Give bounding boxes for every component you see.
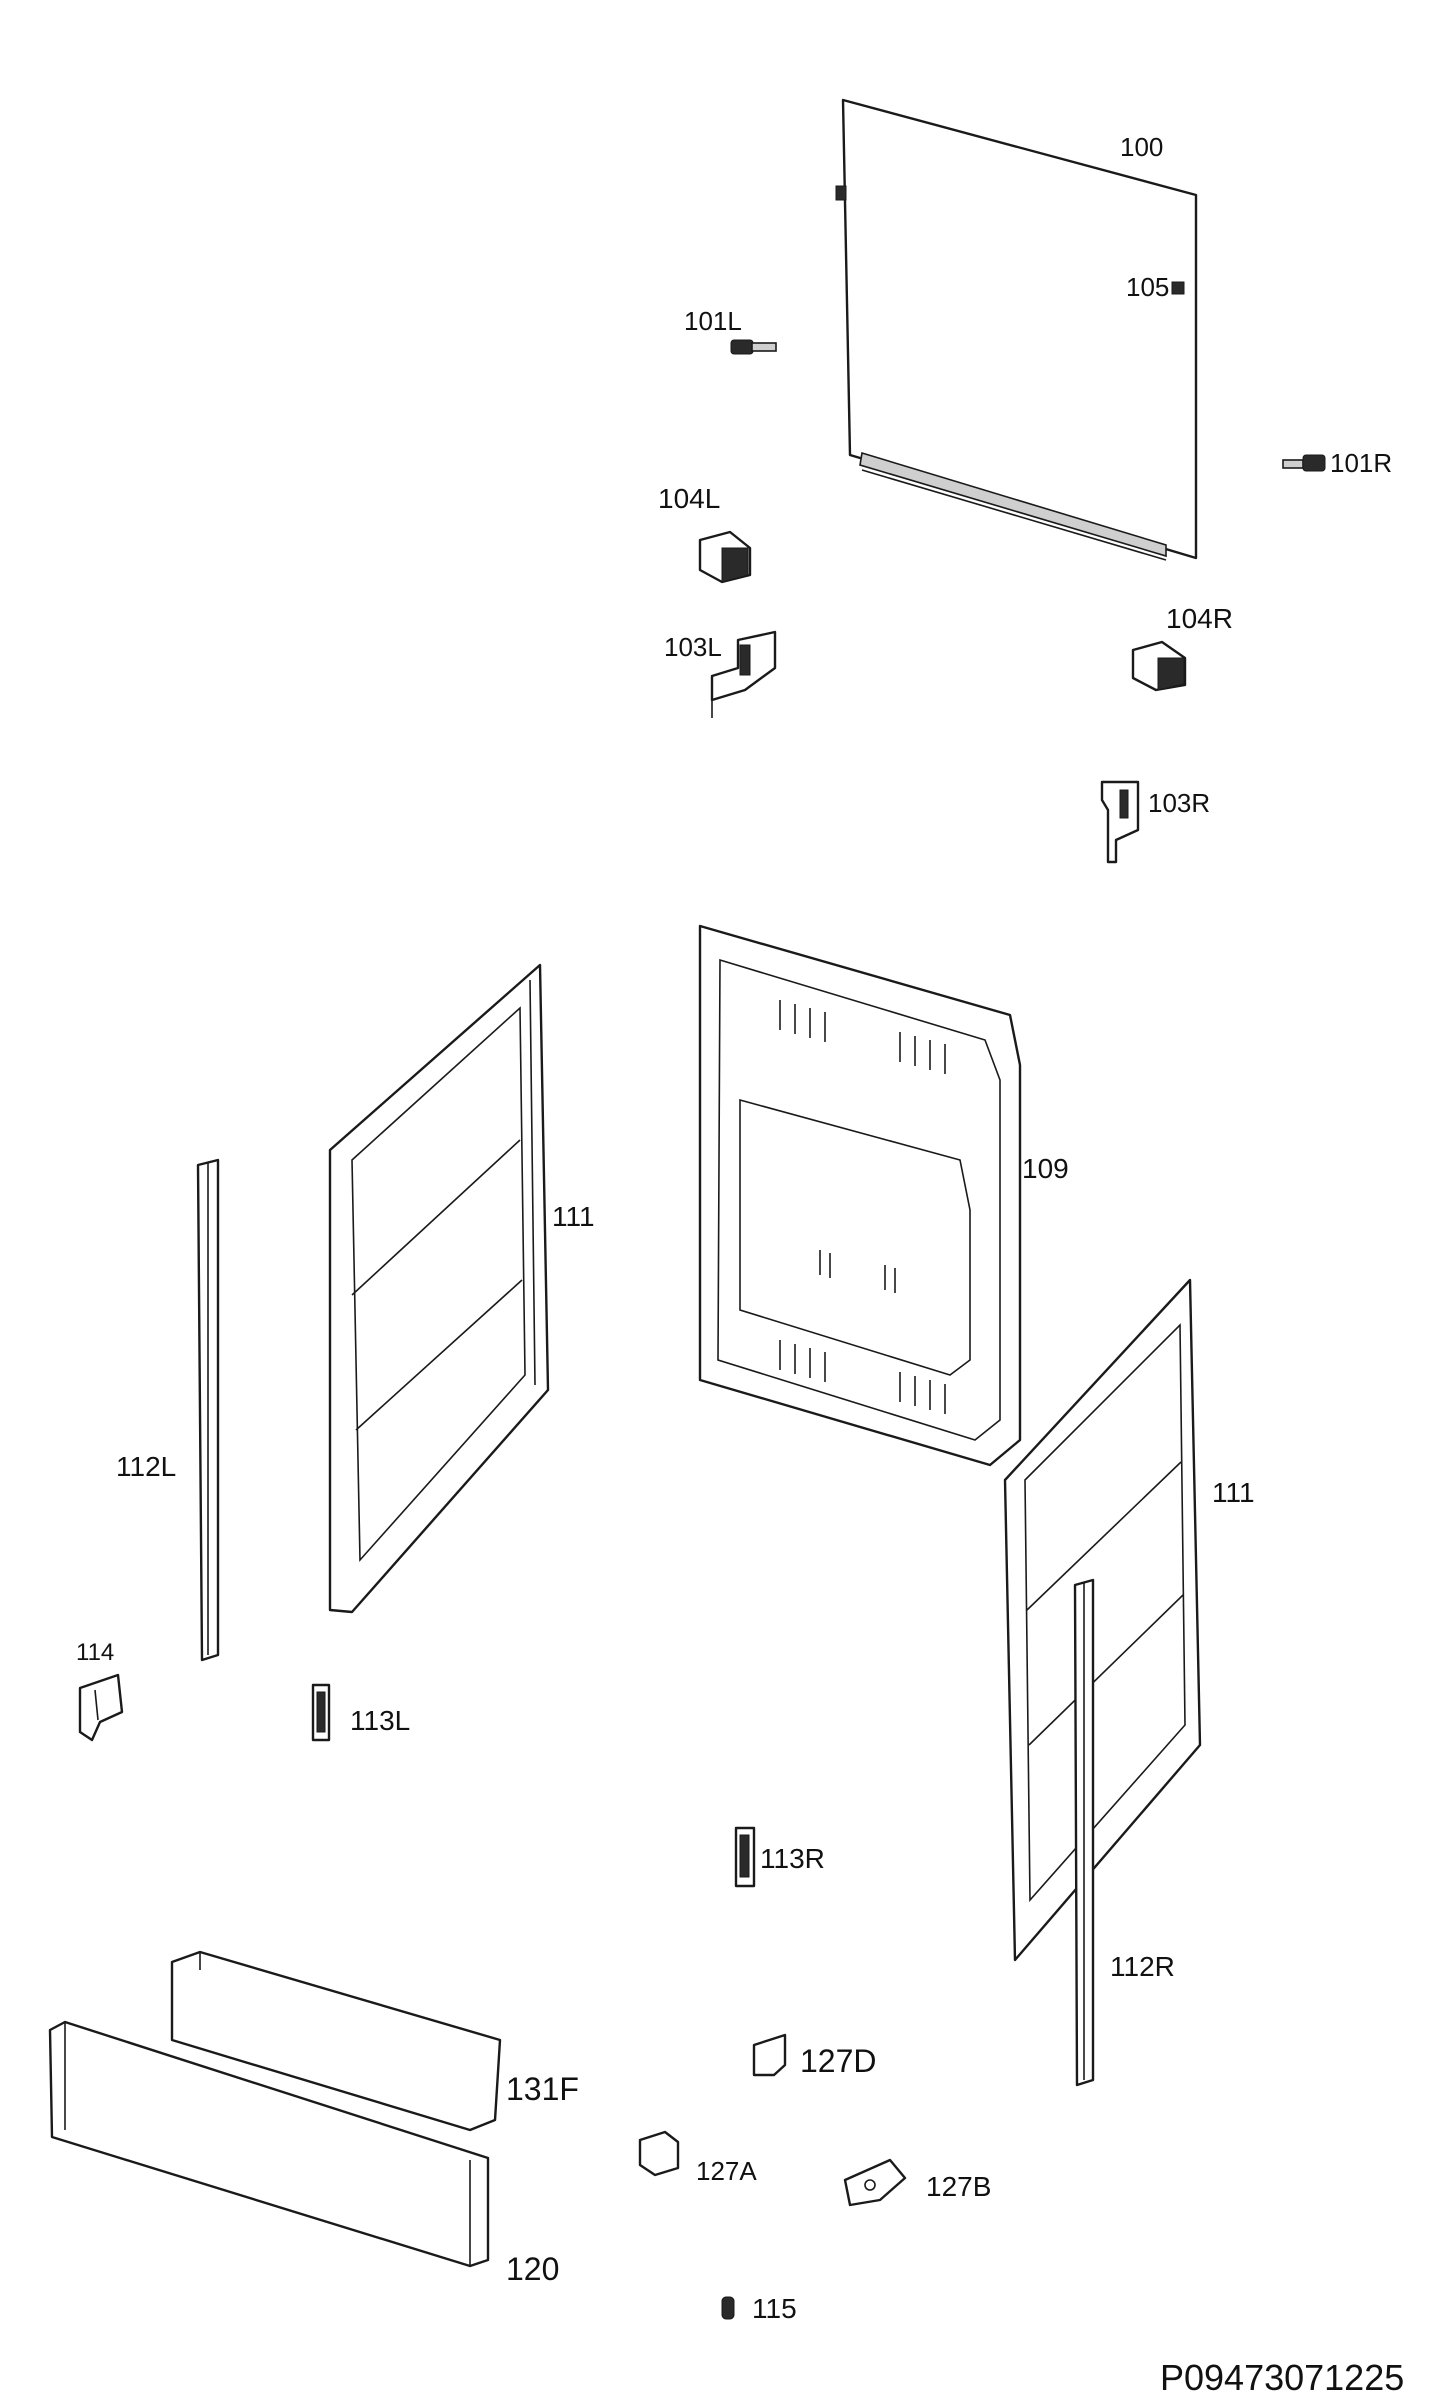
part-113l-latch	[311, 1683, 331, 1742]
label-109: 109	[1022, 1153, 1069, 1184]
part-100-glass-panel	[835, 98, 1198, 561]
label-111-right: 111	[1212, 1477, 1255, 1508]
part-114-clip	[78, 1673, 124, 1742]
label-127a: 127A	[696, 2156, 757, 2186]
part-127b-bracket	[843, 2158, 907, 2207]
label-115: 115	[752, 2293, 797, 2324]
label-127b: 127B	[926, 2171, 991, 2202]
part-113r-latch	[734, 1826, 756, 1888]
part-101r-screw	[1282, 454, 1326, 472]
label-103l: 103L	[664, 632, 722, 662]
label-104r: 104R	[1166, 603, 1233, 634]
part-112l-strip	[196, 1158, 220, 1662]
part-131f-bracket	[170, 1950, 502, 2132]
label-104l: 104L	[658, 483, 720, 514]
part-115-screw	[721, 2296, 735, 2320]
part-109-inner-panel	[698, 924, 1022, 1467]
part-112r-strip	[1073, 1578, 1095, 2087]
label-112l: 112L	[116, 1451, 176, 1482]
label-113r: 113R	[760, 1843, 825, 1874]
part-104l-hinge-cover	[698, 530, 752, 584]
label-113l: 113L	[350, 1705, 410, 1736]
label-112r: 112R	[1110, 1951, 1175, 1982]
part-111-right-frame	[1003, 1278, 1202, 1962]
part-111-left-frame	[328, 963, 550, 1614]
label-131f: 131F	[506, 2071, 579, 2107]
part-104r-hinge-cover	[1131, 640, 1187, 692]
part-127a-block	[638, 2130, 680, 2177]
label-111-left: 111	[552, 1201, 595, 1232]
part-101l-screw	[730, 339, 777, 355]
label-127d: 127D	[800, 2043, 877, 2079]
label-114: 114	[76, 1639, 114, 1666]
label-101r: 101R	[1330, 448, 1392, 478]
part-103l-hinge-bracket	[710, 630, 777, 718]
label-105: 105	[1126, 272, 1169, 302]
label-120: 120	[506, 2251, 559, 2287]
part-103r-hinge-bracket	[1100, 780, 1140, 864]
part-120-plinth-panel	[48, 2020, 490, 2268]
footer-code: P09473071225	[1160, 2357, 1404, 2398]
label-103r: 103R	[1148, 788, 1210, 818]
part-127d-bracket	[752, 2033, 787, 2077]
label-100: 100	[1120, 132, 1163, 162]
label-101l: 101L	[684, 306, 742, 336]
